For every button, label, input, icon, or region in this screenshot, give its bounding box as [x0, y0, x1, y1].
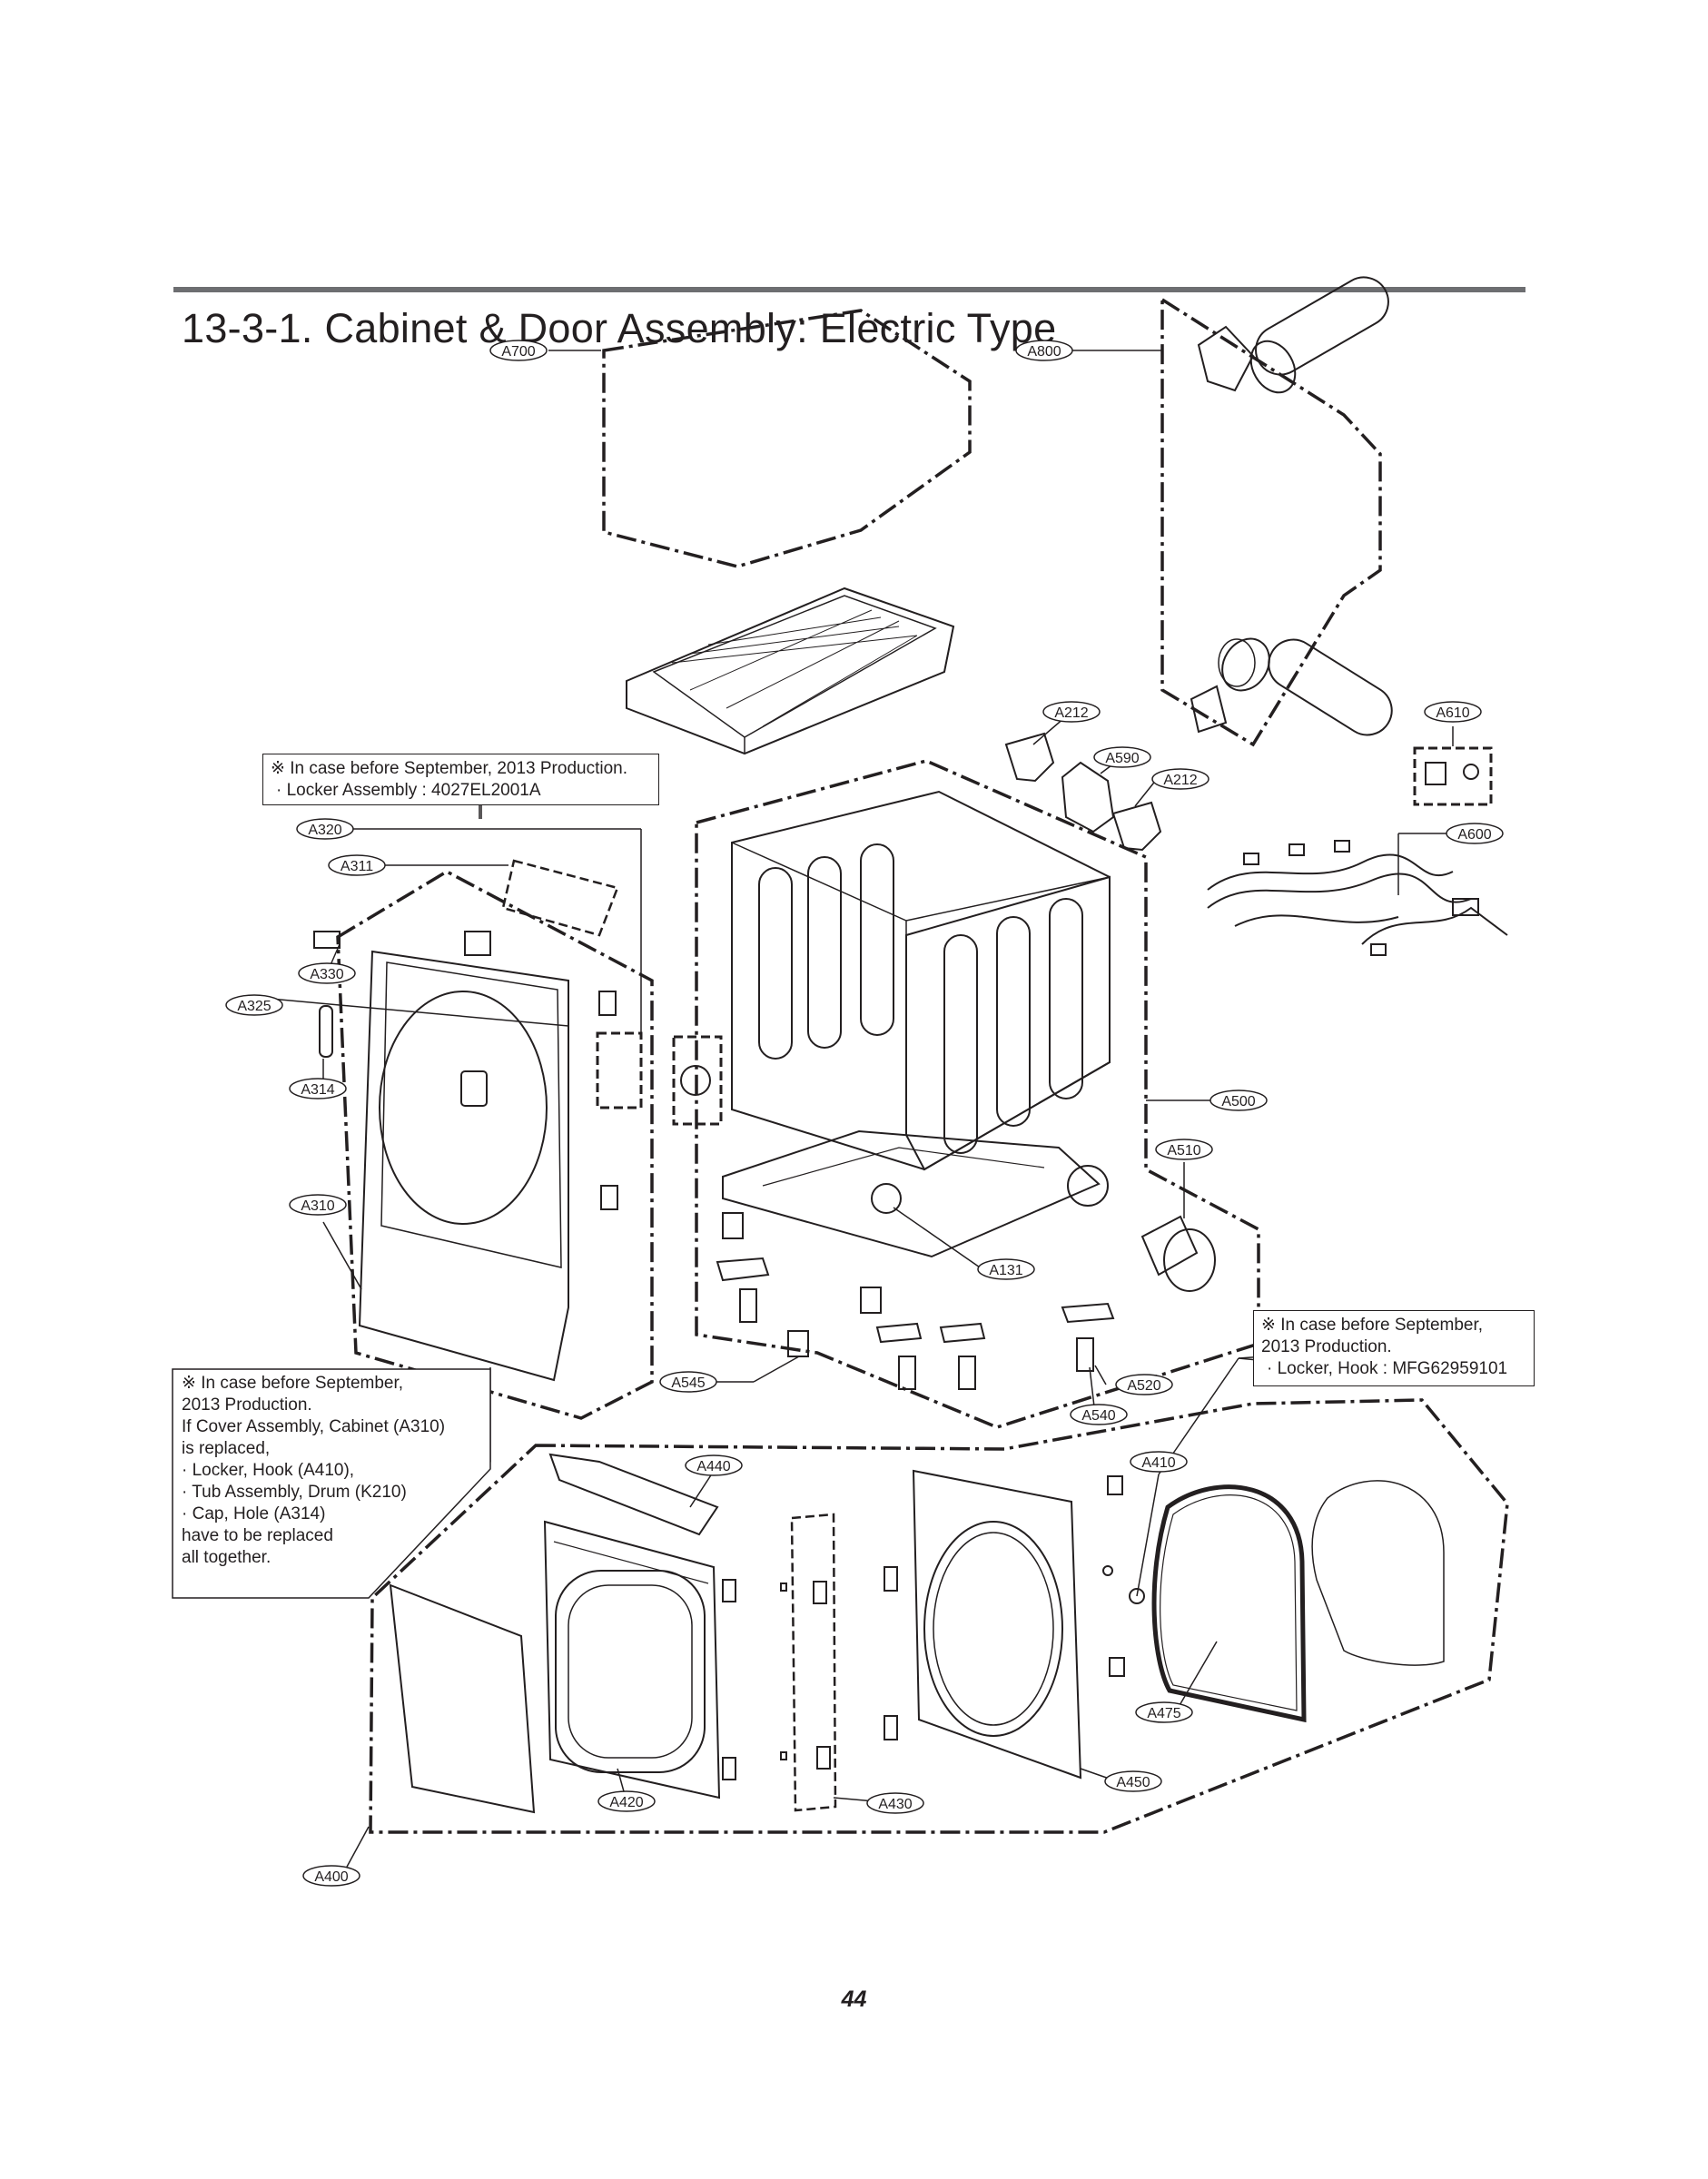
callout-a212-bottom: A212 [1151, 768, 1209, 790]
callout-a330: A330 [298, 962, 356, 984]
svg-text:A700: A700 [501, 344, 535, 360]
callout-a311: A311 [328, 854, 386, 876]
svg-text:A410: A410 [1141, 1455, 1175, 1471]
callout-a410: A410 [1130, 1451, 1188, 1473]
a610-box [1413, 746, 1493, 806]
svg-text:A212: A212 [1054, 705, 1088, 721]
door-outer-part [389, 1520, 736, 1814]
callout-a475: A475 [1135, 1701, 1193, 1723]
note-locker-hook: ※ In case before September, 2013 Product… [1253, 1310, 1535, 1386]
callout-a440: A440 [685, 1454, 743, 1476]
duct-parts [1190, 276, 1393, 736]
note-locker-hook-line-3: · Locker, Hook : MFG62959101 [1267, 1359, 1508, 1378]
note-cover-assembly-line-5: · Locker, Hook (A410), [182, 1461, 355, 1480]
callout-a510: A510 [1155, 1139, 1213, 1160]
door-group-outline [369, 1398, 1509, 1834]
door-frame-part [884, 1469, 1125, 1780]
callout-a420: A420 [597, 1790, 656, 1812]
note-cover-assembly-line-8: have to be replaced [182, 1526, 333, 1545]
note-locker-assembly-line-1: ※ In case before September, 2013 Product… [271, 759, 627, 778]
top-plate-part [626, 587, 955, 755]
note-locker-assembly-line-2: · Locker Assembly : 4027EL2001A [276, 781, 541, 800]
callout-a600: A600 [1446, 823, 1504, 844]
note-cover-assembly-line-3: If Cover Assembly, Cabinet (A310) [182, 1417, 446, 1436]
svg-text:A212: A212 [1163, 773, 1197, 788]
exhaust-vent-part [1140, 1215, 1216, 1292]
duct-group-outline [1160, 296, 1382, 747]
note-cover-assembly-line-4: is replaced, [182, 1439, 271, 1458]
svg-text:A500: A500 [1221, 1094, 1255, 1109]
leader-lines [250, 350, 1454, 1869]
front-panel-part [313, 931, 618, 1382]
svg-text:A510: A510 [1167, 1143, 1200, 1159]
top-plate-group-outline [602, 309, 972, 568]
svg-text:A600: A600 [1457, 827, 1491, 843]
callout-a131: A131 [977, 1258, 1035, 1280]
wire-harness [1207, 840, 1508, 956]
note-locker-assembly: ※ In case before September, 2013 Product… [262, 754, 659, 805]
a311-box [501, 859, 619, 937]
control-strip-part [548, 1453, 719, 1536]
svg-text:A800: A800 [1027, 344, 1061, 360]
svg-text:A590: A590 [1105, 751, 1139, 766]
svg-text:A325: A325 [237, 999, 271, 1014]
callout-a610: A610 [1424, 701, 1482, 723]
callout-a545: A545 [659, 1371, 717, 1393]
svg-text:A320: A320 [308, 823, 341, 838]
svg-text:A311: A311 [341, 859, 373, 874]
hinge-parts [780, 1581, 831, 1770]
locker-assembly-box [596, 1031, 643, 1109]
svg-text:A314: A314 [301, 1082, 334, 1098]
a131-box [672, 1035, 723, 1126]
svg-text:A131: A131 [989, 1263, 1022, 1278]
svg-text:A330: A330 [310, 967, 343, 982]
callout-a500: A500 [1209, 1090, 1268, 1111]
callout-a800: A800 [1015, 340, 1073, 361]
a430-box [790, 1513, 837, 1812]
cabinet-group-outline [695, 759, 1260, 1429]
note-cover-assembly-line-2: 2013 Production. [182, 1395, 312, 1415]
callout-a400: A400 [302, 1865, 360, 1887]
note-cover-assembly-line-9: all together. [182, 1548, 272, 1567]
note-cover-assembly-outline [172, 1368, 491, 1599]
leveling-feet [716, 1212, 1115, 1390]
svg-text:A475: A475 [1147, 1706, 1180, 1721]
note-cover-assembly: ※ In case before September, 2013 Product… [182, 1373, 445, 1569]
callout-a310: A310 [289, 1194, 347, 1216]
small-parts-upper [1004, 732, 1479, 852]
callout-a314: A314 [289, 1078, 347, 1099]
svg-text:A610: A610 [1436, 705, 1469, 721]
svg-text:A540: A540 [1081, 1408, 1115, 1424]
title-rule [173, 287, 1525, 292]
callout-a700: A700 [489, 340, 548, 361]
svg-text:A420: A420 [609, 1795, 643, 1810]
note-cover-assembly-line-6: · Tub Assembly, Drum (K210) [182, 1483, 407, 1502]
svg-text:A400: A400 [314, 1869, 348, 1885]
callout-a520: A520 [1115, 1374, 1173, 1395]
note-cover-assembly-line-7: · Cap, Hole (A314) [182, 1504, 326, 1523]
page-number: 44 [841, 1987, 867, 2012]
svg-text:A450: A450 [1116, 1775, 1150, 1790]
callout-a320: A320 [296, 818, 354, 840]
note-locker-hook-line-2: 2013 Production. [1261, 1337, 1392, 1356]
callout-a450: A450 [1104, 1770, 1162, 1792]
cabinet-body-part [680, 790, 1111, 1258]
svg-text:A545: A545 [671, 1375, 705, 1391]
svg-text:A430: A430 [878, 1797, 912, 1812]
svg-text:A310: A310 [301, 1198, 334, 1214]
note-cover-assembly-line-1: ※ In case before September, [182, 1374, 404, 1393]
svg-text:A520: A520 [1127, 1378, 1160, 1394]
callout-a590: A590 [1093, 746, 1151, 768]
callout-a212-top: A212 [1042, 701, 1101, 723]
door-gasket-part [1129, 1480, 1445, 1723]
svg-text:A440: A440 [696, 1459, 730, 1474]
front-panel-group-outline [336, 869, 654, 1420]
callout-a540: A540 [1070, 1404, 1128, 1425]
callout-a325: A325 [225, 994, 283, 1016]
callout-a430: A430 [866, 1792, 924, 1814]
note-locker-hook-line-1: ※ In case before September, [1261, 1316, 1484, 1335]
